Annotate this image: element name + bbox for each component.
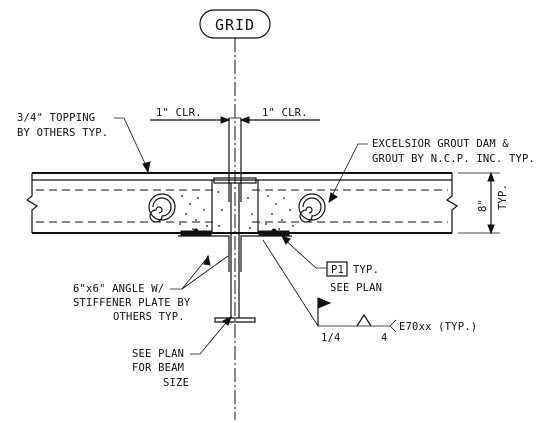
slab-break-left xyxy=(25,173,39,233)
weld-note: E70xx (TYP.) xyxy=(399,321,477,333)
precast-slab xyxy=(25,172,459,234)
thickness-typ-label: TYP. xyxy=(497,184,509,210)
grout-dam-left xyxy=(148,193,176,223)
grout-note-line-1: EXCELSIOR GROUT DAM & xyxy=(372,138,509,150)
clearance-left-arrow xyxy=(220,116,231,124)
plate-tag: P1 xyxy=(331,264,344,276)
grout-dam-right xyxy=(298,193,326,223)
grid-marker: GRID xyxy=(199,9,271,420)
grout-note: EXCELSIOR GROUT DAM & GROUT BY N.C.P. IN… xyxy=(328,138,535,204)
clearance-left-label: 1" CLR. xyxy=(156,107,202,119)
top-plate xyxy=(213,177,257,184)
grout-fill xyxy=(179,191,294,230)
thickness-dim-label: 8" xyxy=(477,199,489,212)
stiffener-plate xyxy=(228,117,242,202)
topping-note: 3/4" TOPPING BY OTHERS TYP. xyxy=(17,112,151,174)
beam-note-line-3: SIZE xyxy=(163,377,189,389)
angle-note-line-1: 6"x6" ANGLE W/ xyxy=(73,283,164,295)
bolt-left xyxy=(193,228,199,234)
beam-note: SEE PLAN FOR BEAM SIZE xyxy=(132,315,232,389)
plate-typ: TYP. xyxy=(353,264,379,276)
weld-size-a: 1/4 xyxy=(321,332,341,344)
angle-note-line-3: OTHERS TYP. xyxy=(113,311,185,323)
topping-note-line-1: 3/4" TOPPING xyxy=(17,112,95,124)
angle-left xyxy=(178,235,230,272)
clearance-dimensions: 1" CLR. 1" CLR. xyxy=(150,107,320,124)
grid-bubble xyxy=(199,9,271,39)
thickness-dimension: 8" TYP. xyxy=(458,171,509,235)
bolt-right xyxy=(271,228,277,234)
plate-see-plan: SEE PLAN xyxy=(330,282,382,294)
clearance-right-label: 1" CLR. xyxy=(262,107,308,119)
plate-note: P1 TYP. SEE PLAN xyxy=(280,235,382,294)
topping-note-line-2: BY OTHERS TYP. xyxy=(17,127,108,139)
weld-symbol: 1/4 4 E70xx (TYP.) xyxy=(262,239,477,344)
beam-note-line-1: SEE PLAN xyxy=(132,348,184,360)
beam-note-line-2: FOR BEAM xyxy=(132,362,184,374)
grid-label: GRID xyxy=(215,16,255,34)
angle-note: 6"x6" ANGLE W/ STIFFENER PLATE BY OTHERS… xyxy=(73,254,229,323)
beam-bottom-flange xyxy=(214,317,256,323)
angle-right xyxy=(240,235,292,272)
weld-size-b: 4 xyxy=(381,332,388,344)
steel-beam xyxy=(178,177,292,323)
slab-break-right xyxy=(445,173,459,233)
plate-tag-box xyxy=(326,261,348,277)
angle-note-line-2: STIFFENER PLATE BY xyxy=(73,297,191,309)
fillet-weld-mark xyxy=(356,313,372,327)
clearance-right-arrow xyxy=(239,116,250,124)
grout-note-line-2: GROUT BY N.C.P. INC. TYP. xyxy=(372,153,535,165)
